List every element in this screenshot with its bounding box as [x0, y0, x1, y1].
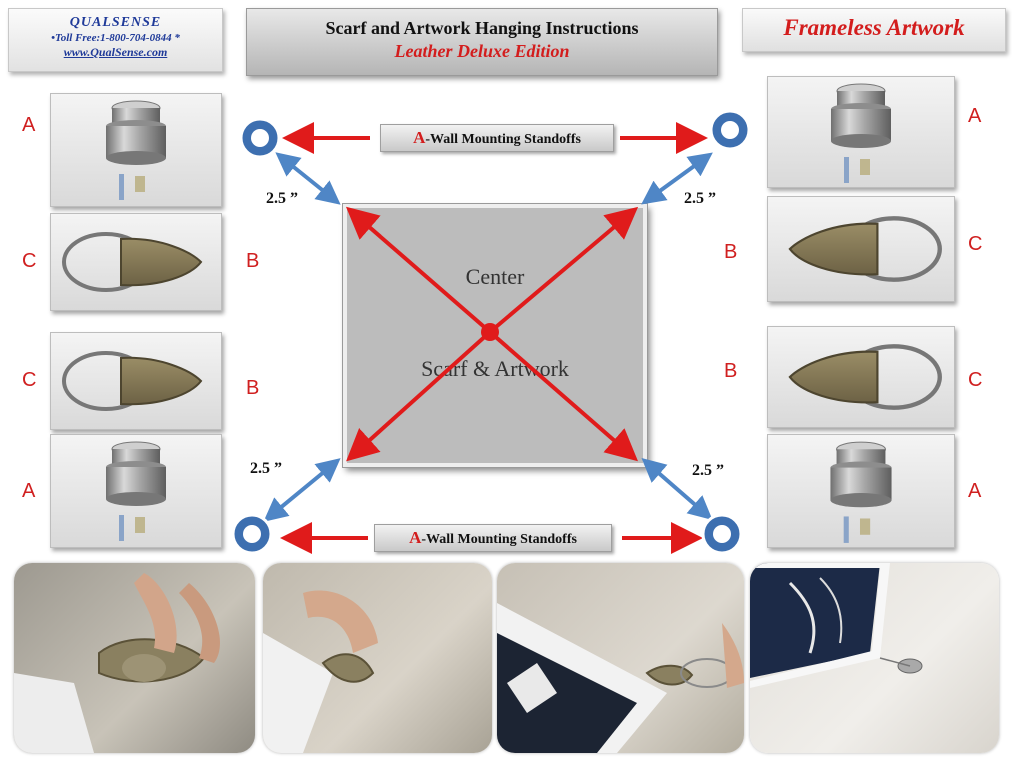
label-c-right-2: C — [968, 369, 983, 391]
brand-name: QUALSENSE — [69, 15, 162, 30]
frameless-badge: Frameless Artwork — [742, 8, 1006, 52]
label-a-right-bottom: A — [968, 480, 982, 502]
step-photo-1 — [14, 563, 255, 753]
standoff-circle-icon — [701, 513, 743, 555]
label-c-left-1: C — [22, 250, 37, 272]
clip-panel-left-1 — [50, 213, 222, 311]
standoff-panel-left-bottom — [50, 434, 222, 548]
step-photo-2 — [263, 563, 492, 753]
distance-arrow-bottom-right — [641, 458, 713, 520]
photo-clip-attached — [263, 590, 378, 753]
mount-label-text: -Wall Mounting Standoffs — [421, 532, 577, 547]
center-label: Center — [465, 264, 525, 289]
label-b-right-2: B — [724, 360, 738, 382]
label-a-left-top: A — [22, 114, 36, 136]
standoff-circle-icon — [239, 117, 281, 159]
brand-website: www.QualSense.com — [63, 45, 168, 59]
step-photo-3 — [497, 563, 744, 753]
page-title: Scarf and Artwork Hanging Instructions — [325, 18, 639, 38]
mount-label-top: A-Wall Mounting Standoffs — [380, 124, 614, 152]
distance-arrow-bottom-left — [263, 458, 341, 522]
distance-label-bottom-left: 2.5 ” — [250, 460, 282, 477]
standoff-circle-icon — [709, 109, 751, 151]
diagonal-arrow-top-right — [488, 206, 639, 334]
distance-label-top-left: 2.5 ” — [266, 190, 298, 207]
step-photo-4 — [750, 563, 999, 753]
standoff-panel-left-top — [50, 93, 222, 207]
distance-label-bottom-right: 2.5 ” — [692, 462, 724, 479]
photo-clip-folding — [14, 573, 220, 753]
standoff-panel-right-top — [767, 76, 955, 188]
distance-arrow-top-right — [641, 152, 713, 205]
distance-arrow-top-left — [275, 152, 341, 205]
mount-label-bottom: A-Wall Mounting Standoffs — [374, 524, 612, 552]
label-b-left-1: B — [246, 250, 260, 272]
clip-panel-left-2 — [50, 332, 222, 430]
mount-label-text: -Wall Mounting Standoffs — [425, 132, 581, 147]
photo-artwork-standoff — [750, 563, 923, 688]
label-c-right-1: C — [968, 233, 983, 255]
label-a-left-bottom: A — [22, 480, 36, 502]
diagonal-arrow-bottom-right — [488, 330, 639, 462]
brand-box: QUALSENSE •Toll Free:1-800-704-0844 * ww… — [8, 8, 223, 72]
page-subtitle: Leather Deluxe Edition — [394, 41, 570, 61]
standoff-panel-right-bottom — [767, 434, 955, 548]
title-box: Scarf and Artwork Hanging Instructions L… — [246, 8, 718, 76]
mount-label-prefix: A — [413, 128, 426, 147]
frameless-badge-label: Frameless Artwork — [783, 15, 965, 40]
photo-clip-ring — [497, 603, 744, 753]
label-a-right-top: A — [968, 105, 982, 127]
standoff-circle-icon — [231, 513, 273, 555]
center-dot — [481, 323, 499, 341]
diagonal-arrow-top-left — [345, 206, 492, 334]
label-b-right-1: B — [724, 241, 738, 263]
label-b-left-2: B — [246, 377, 260, 399]
clip-panel-right-1 — [767, 196, 955, 302]
label-c-left-2: C — [22, 369, 37, 391]
brand-phone: •Toll Free:1-800-704-0844 * — [51, 32, 180, 44]
diagram-arrows — [231, 109, 751, 555]
distance-label-top-right: 2.5 ” — [684, 190, 716, 207]
clip-panel-right-2 — [767, 326, 955, 428]
diagonal-arrow-bottom-left — [346, 330, 492, 462]
mount-label-prefix: A — [409, 528, 422, 547]
